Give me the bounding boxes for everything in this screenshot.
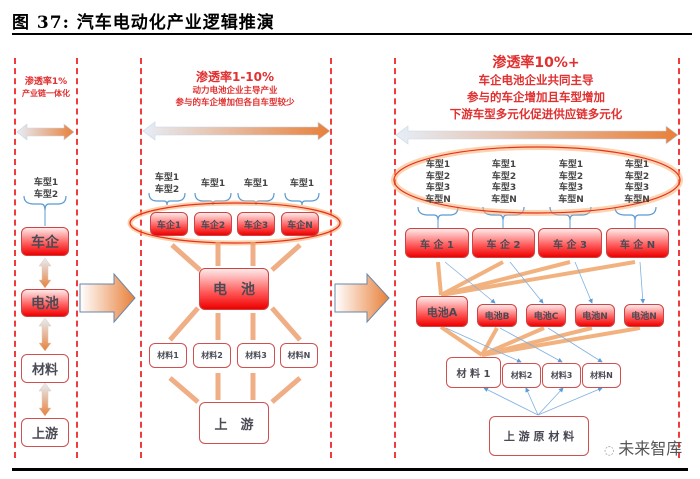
model-label: 车型N (425, 194, 451, 205)
stage2-flow-arrows (168, 242, 302, 404)
stage2-material-1: 材料1 (149, 343, 187, 368)
stage3-material-3: 材料3 (542, 363, 581, 388)
stage1-border-right (76, 58, 78, 458)
stage3-border-left (394, 58, 396, 458)
model-label: 车型3 (491, 183, 517, 193)
stage3-battery-a: 电池A (416, 296, 468, 327)
stage3-line-1: 车企电池企业共同主导 (478, 73, 594, 87)
model-label: 车型3 (558, 183, 584, 193)
model-label: 车型N (624, 194, 650, 205)
stage1-arrow-2 (38, 317, 52, 352)
stage1-model-list: 车型1 车型2 (26, 177, 66, 201)
model-label: 车型2 (624, 171, 650, 182)
title-rule (12, 33, 692, 35)
stage1-subtitle: 产业链一体化 (22, 89, 70, 98)
model-label: 车型3 (425, 183, 451, 193)
stage3-battery-b: 电池B (477, 304, 517, 327)
stage3-upstream-node: 上 游 原 材 料 (489, 416, 589, 456)
model-label: 车型1 (33, 178, 59, 188)
stage3-orange-links (436, 260, 641, 357)
watermark-text: 未来智库 (618, 439, 683, 458)
stage3-battery-c: 电池C (526, 304, 566, 327)
stage3-automaker-1: 车 企 1 (405, 228, 469, 258)
stage1-arrow-1 (38, 257, 52, 289)
stage3-automaker-2: 车 企 2 (472, 228, 535, 258)
stage2-models-2: 车型1 (200, 179, 226, 189)
stage3-material-n: 材料N (582, 363, 621, 388)
model-label: 车型2 (33, 190, 59, 200)
stage2-models-4: 车型1 (289, 179, 315, 189)
model-label: 车型2 (558, 171, 584, 182)
stage1-upstream-node: 上游 (21, 418, 69, 447)
model-label: 车型N (491, 194, 517, 205)
stage1-border-left (14, 58, 16, 458)
model-label: 车型1 (154, 173, 180, 183)
model-label: 车型2 (425, 171, 451, 182)
model-label: 车型1 (558, 160, 584, 170)
stage3-automaker-3: 车 企 3 (538, 228, 602, 258)
stage2-line-1: 动力电池企业主导产业 (192, 86, 278, 96)
stage1-range-arrow (16, 123, 75, 141)
stage3-range-arrow (395, 125, 679, 145)
stage2-battery-node: 电 池 (199, 268, 269, 310)
stage2-material-3: 材料3 (237, 343, 275, 368)
model-label: 车型N (558, 194, 584, 205)
model-label: 车型2 (154, 185, 180, 195)
stage3-automaker-n: 车 企 N (606, 228, 669, 258)
model-label: 车型2 (491, 171, 517, 182)
stage2-models-3: 车型1 (243, 179, 269, 189)
model-label: 车型3 (624, 183, 650, 193)
transition-arrow-1 (79, 272, 136, 324)
stage3-battery-n1: 电池N (575, 304, 615, 327)
stage2-headline: 渗透率1-10% (195, 70, 275, 84)
stage2-automaker-3: 车企3 (237, 212, 275, 236)
stage2-border-left (140, 58, 142, 458)
stage2-upstream-node: 上 游 (199, 402, 269, 444)
stage1-automaker-node: 车企 (21, 227, 69, 256)
stage1-arrow-3 (38, 382, 52, 417)
bottom-rule (12, 468, 688, 471)
model-label: 车型1 (624, 160, 650, 170)
model-label: 车型1 (491, 160, 517, 170)
figure-title: 图 37: 汽车电动化产业逻辑推演 (12, 13, 275, 33)
model-label: 车型1 (425, 160, 451, 170)
stage2-line-2: 参与的车企增加但各自车型较少 (175, 98, 295, 108)
stage3-line-2: 参与的车企增加且车型增加 (467, 90, 605, 104)
stage3-material-1: 材 料 1 (446, 357, 501, 388)
stage2-border-right (330, 58, 332, 458)
stage3-headline: 渗透率10%+ (492, 55, 580, 71)
stage2-automaker-2: 车企2 (194, 212, 232, 236)
stage3-blue-links (444, 261, 646, 416)
stage2-material-n: 材料N (280, 343, 318, 368)
stage1-battery-node: 电池 (21, 289, 69, 317)
stage3-border-right (678, 58, 680, 458)
stage1-material-node: 材料 (21, 354, 69, 383)
wechat-icon: ◌ (604, 443, 619, 457)
stage3-battery-n2: 电池N (624, 304, 664, 327)
stage2-range-arrow (142, 121, 331, 141)
stage2-automaker-n: 车企N (281, 212, 319, 236)
transition-arrow-2 (334, 272, 390, 324)
watermark: ◌ 未来智库 (604, 435, 682, 459)
stage1-headline: 渗透率1% (24, 77, 68, 87)
stage2-automaker-1: 车企1 (150, 212, 188, 236)
stage3-material-2: 材料2 (502, 363, 541, 388)
stage3-line-3: 下游车型多元化促进供应链多元化 (449, 107, 623, 121)
stage2-material-2: 材料2 (193, 343, 231, 368)
